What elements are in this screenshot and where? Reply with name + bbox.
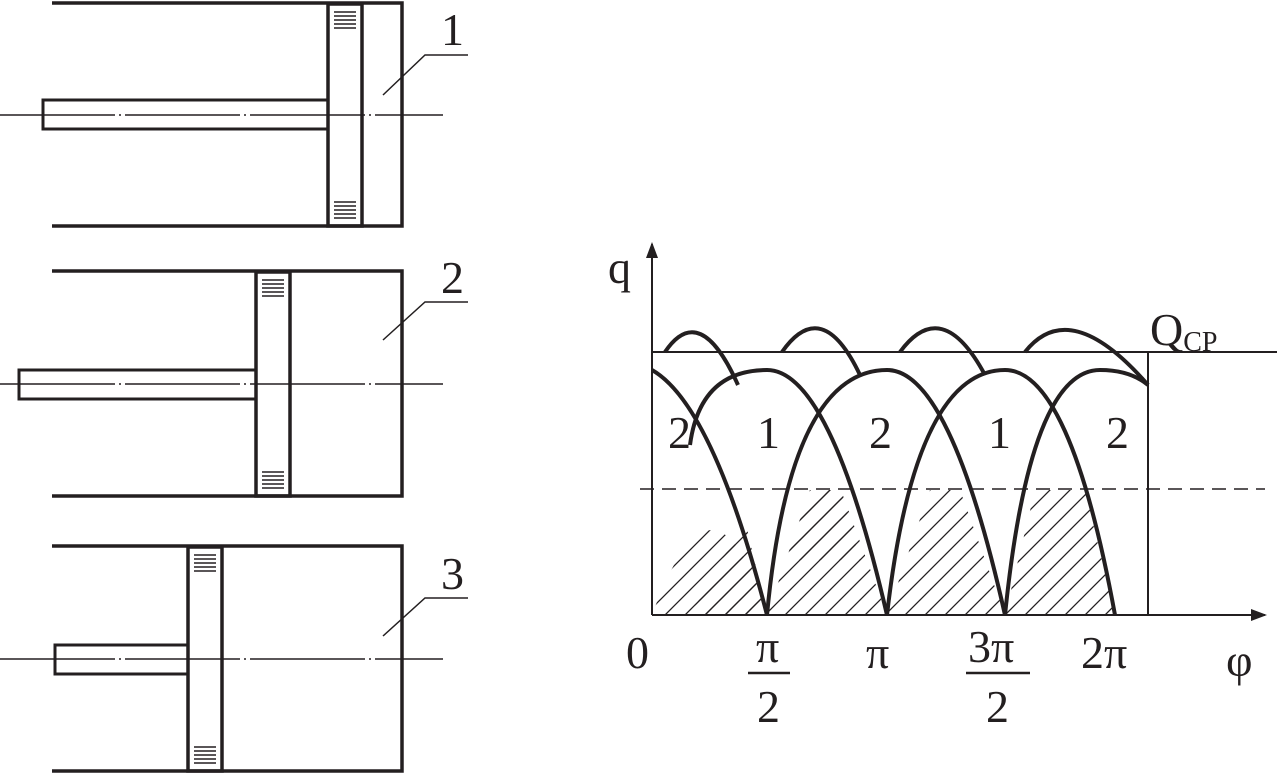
leader-2 — [382, 301, 468, 341]
total-flow-ripples — [663, 326, 1150, 387]
cylinder-1 — [0, 1, 468, 228]
tick-two-pi: 2π — [1081, 627, 1127, 678]
x-axis-label: φ — [1226, 635, 1253, 686]
cylinder-2 — [0, 269, 468, 498]
tick-half-pi-numerator: π — [756, 621, 779, 672]
hatched-areas — [652, 490, 1115, 615]
tick-three-half-pi-denominator: 2 — [986, 681, 1009, 732]
flow-graph — [640, 242, 1277, 621]
callout-2: 2 — [441, 252, 464, 303]
tick-zero: 0 — [626, 627, 649, 678]
seal-marks-3 — [194, 554, 216, 764]
callout-3: 3 — [441, 548, 464, 599]
tick-pi: π — [866, 627, 889, 678]
leader-3 — [382, 597, 468, 637]
y-axis-label: q — [608, 242, 631, 293]
mean-flow-label: QCP — [1150, 304, 1217, 358]
curve-label-1: 2 — [668, 407, 691, 458]
curve-label-3: 2 — [869, 407, 892, 458]
callout-1: 1 — [441, 4, 464, 55]
tick-three-half-pi-numerator: 3π — [968, 621, 1014, 672]
seal-marks-1 — [334, 11, 356, 219]
cylinder-3 — [0, 544, 468, 773]
curve-label-5: 2 — [1106, 407, 1129, 458]
curve-label-4: 1 — [988, 407, 1011, 458]
curve-label-2: 1 — [757, 407, 780, 458]
flow-arches — [651, 367, 1150, 616]
seal-marks-2 — [262, 279, 284, 489]
tick-half-pi-denominator: 2 — [757, 681, 780, 732]
leader-1 — [382, 54, 468, 96]
